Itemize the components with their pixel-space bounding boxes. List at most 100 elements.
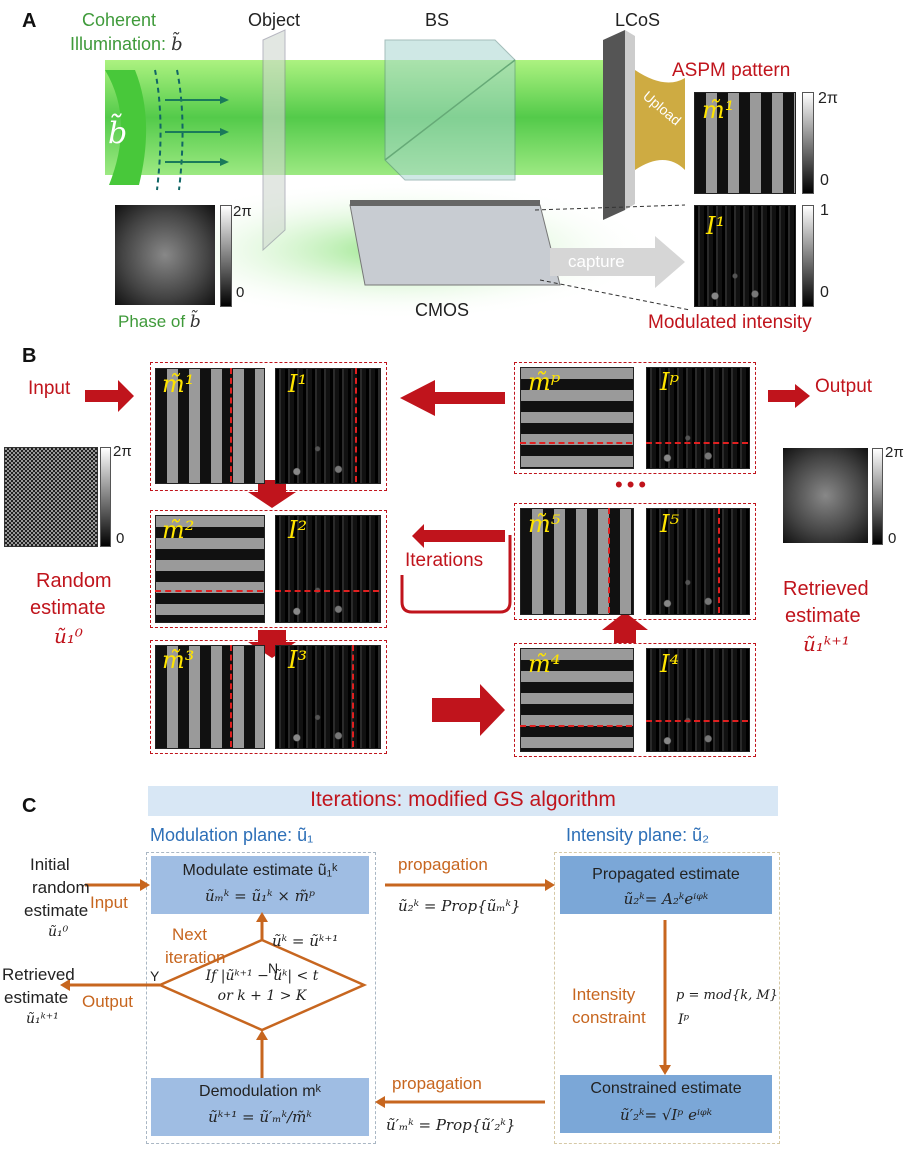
b-m3-label: m̃³ [162,646,195,674]
condition-line-2: or k + 1 > K [217,988,307,1004]
capture-label: capture [568,252,625,271]
demodulation-box [151,1078,369,1136]
random-estimate-image [4,447,98,547]
mp-pattern [520,367,634,469]
intensity-colorbar-max: 1 [820,202,829,219]
random-symbol: ũ₁⁰ [54,624,83,648]
frame-p [514,362,756,474]
b-i5-label: I⁵ [660,510,680,538]
coherent-label: Coherent [82,10,157,30]
no-label: N [268,960,279,976]
i1-pattern [275,368,381,484]
c-input-label: Input [90,893,128,912]
frame-1 [150,362,387,491]
b-i1-label: I¹ [288,370,308,398]
demodulation-title: Demodulation mᵏ [199,1083,321,1100]
constrained-equation: ũ′₂ᵏ= √Iᵖ eⁱᵠᵏ [619,1106,713,1124]
panel-b-letter: B [22,345,37,367]
modulation-plane-label: Modulation plane: ũ₁ [150,825,314,845]
aspm-pattern-image [694,92,796,194]
aspm-colorbar-max: 2π [818,90,838,107]
m5-guide [608,508,610,613]
intensity-colorbar [802,205,814,307]
m1-pattern [155,368,265,484]
retrieved-image [783,448,868,543]
m2-pattern [155,515,265,623]
ip-pattern [646,367,750,469]
frame-2 [150,510,387,628]
modulation-plane-frame [146,852,376,1144]
update-equation: ũᵏ = ũᵏ⁺¹ [272,932,339,950]
lcos-label: LCoS [615,10,661,30]
m4-pattern [520,648,634,752]
propagation-equation-top: ũ₂ᵏ = Prop{ũₘᵏ} [398,897,521,915]
phase-colorbar-min: 0 [236,284,245,301]
i5-guide [718,508,720,613]
propagation-equation-bottom: ũ′ₘᵏ = Prop{ũ′₂ᵏ} [386,1116,516,1134]
frame-4 [514,643,756,757]
optical-setup-illustration [105,29,691,320]
ip-guide [646,442,748,444]
panel-a-letter: A [22,10,37,32]
aspm-colorbar [802,92,814,194]
i2-guide [275,590,379,592]
initial-label-2: random [32,878,90,897]
b-ip-label: Iᵖ [660,368,680,396]
yes-label: Y [150,968,160,984]
modulated-intensity-label: Modulated intensity [648,312,812,333]
b-tilde-label: b̃ [108,116,128,151]
title-bar [148,786,778,816]
bs-label: BS [425,10,450,30]
b-mp-label: m̃ᵖ [528,368,561,396]
modulated-intensity-image [694,205,796,307]
object-label: Object [248,10,301,30]
p-equation: p = mod{k, M} [676,988,778,1003]
illumination-label: Illumination: b̃ [70,34,183,55]
propagated-box [560,856,772,914]
i1-guide [355,368,357,482]
phase-of-label: Phase of b̃ [118,312,201,332]
i1-label: I¹ [706,212,726,240]
propagation-label-bottom: propagation [392,1074,482,1093]
c-retrieved-symbol: ũ₁ᵏ⁺¹ [26,1011,59,1027]
intensity-plane-label: Intensity plane: ũ₂ [566,825,710,845]
random-colorbar-max: 2π [113,443,132,460]
panel-b-arrows [85,380,810,736]
i3-guide [352,645,354,747]
retrieved-colorbar [872,448,883,545]
b-m2-label: m̃² [162,516,195,544]
propagated-equation: ũ₂ᵏ= A₂ᵏeⁱᵠᵏ [623,890,709,908]
next-label-1: Next [172,925,207,944]
random-colorbar-min: 0 [116,530,125,547]
flow-arrows [60,879,671,1108]
intensity-colorbar-min: 0 [820,284,829,301]
m3-guide [230,645,232,747]
input-label: Input [28,378,71,399]
m5-pattern [520,508,634,615]
i3-pattern [275,645,381,749]
c-retrieved-1: Retrieved [2,965,75,984]
b-i3-label: I³ [288,646,308,674]
i5-pattern [646,508,750,615]
b-m5-label: m̃⁵ [528,510,561,538]
propagated-title: Propagated estimate [592,866,740,883]
m4-guide [520,725,632,727]
m2-guide [155,590,263,592]
i4-guide [646,720,748,722]
b-m4-label: m̃⁴ [528,650,561,678]
cmos-sensor [349,204,561,286]
propagation-label-top: propagation [398,855,488,874]
i4-pattern [646,648,750,752]
modulate-title: Modulate estimate ũ₁ᵏ [182,862,338,879]
random-colorbar [100,447,111,547]
c-retrieved-2: estimate [4,988,69,1007]
intensity-constraint-1: Intensity [572,985,636,1004]
i2-pattern [275,515,381,623]
b-i2-label: I² [288,516,308,544]
c-output-label: Output [82,992,134,1011]
algorithm-title: Iterations: modified GS algorithm [310,788,616,811]
laser-beam [105,60,635,175]
frame-5 [514,503,756,620]
m3-pattern [155,645,265,749]
retrieved-symbol: ũ₁ᵏ⁺¹ [803,632,850,656]
